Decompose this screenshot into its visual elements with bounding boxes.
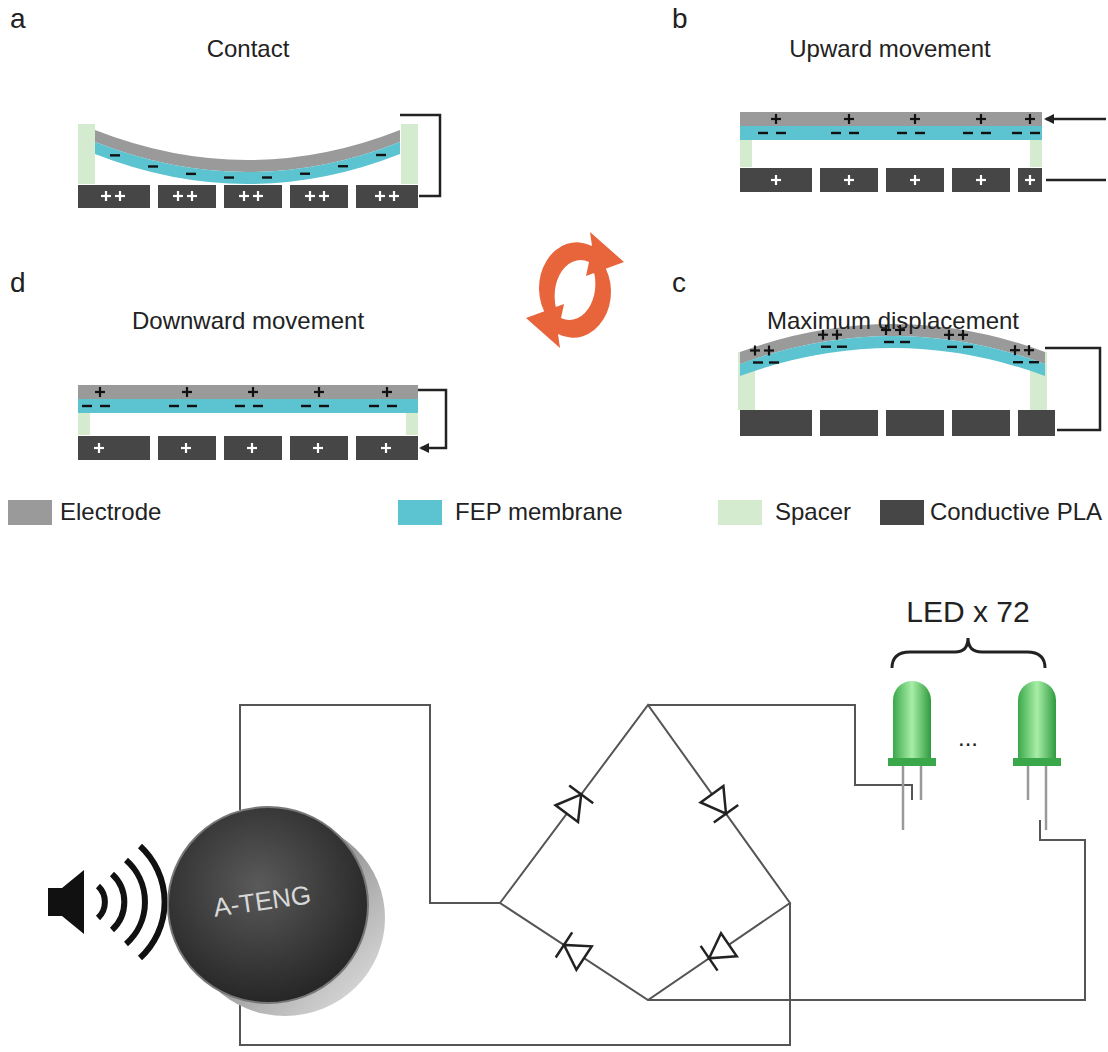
speaker-icon <box>48 846 165 958</box>
led-count: LED x 72 <box>906 595 1029 628</box>
a-teng-device <box>168 807 385 1016</box>
legend-text: FEP membrane <box>455 499 623 525</box>
legend-swatch <box>718 500 762 525</box>
legend-text: Electrode <box>60 499 161 525</box>
legend-swatch <box>398 500 442 525</box>
panel-c <box>738 324 1100 436</box>
panel-letter: d <box>10 268 26 299</box>
legend-swatch <box>8 500 52 525</box>
panel-title: Contact <box>207 36 290 62</box>
panel-b <box>740 112 1106 192</box>
panel-letter: c <box>672 268 686 299</box>
panel-d <box>78 385 446 460</box>
panel-letter: a <box>10 4 26 35</box>
led-symbols <box>888 681 1061 830</box>
led-brace <box>892 638 1045 668</box>
panel-title: Downward movement <box>132 308 364 334</box>
bridge-diodes <box>555 785 738 970</box>
legend-text: Spacer <box>775 499 851 525</box>
legend-text: Conductive PLA <box>930 499 1102 525</box>
charge-signs <box>82 114 1040 453</box>
ellipsis: ... <box>958 725 978 751</box>
panel-title: Maximum displacement <box>767 308 1019 334</box>
panel-title: Upward movement <box>789 36 990 62</box>
panel-a <box>78 115 440 208</box>
legend-swatch <box>880 500 924 525</box>
panel-letter: b <box>672 4 688 35</box>
cycle-arrows <box>526 232 624 348</box>
